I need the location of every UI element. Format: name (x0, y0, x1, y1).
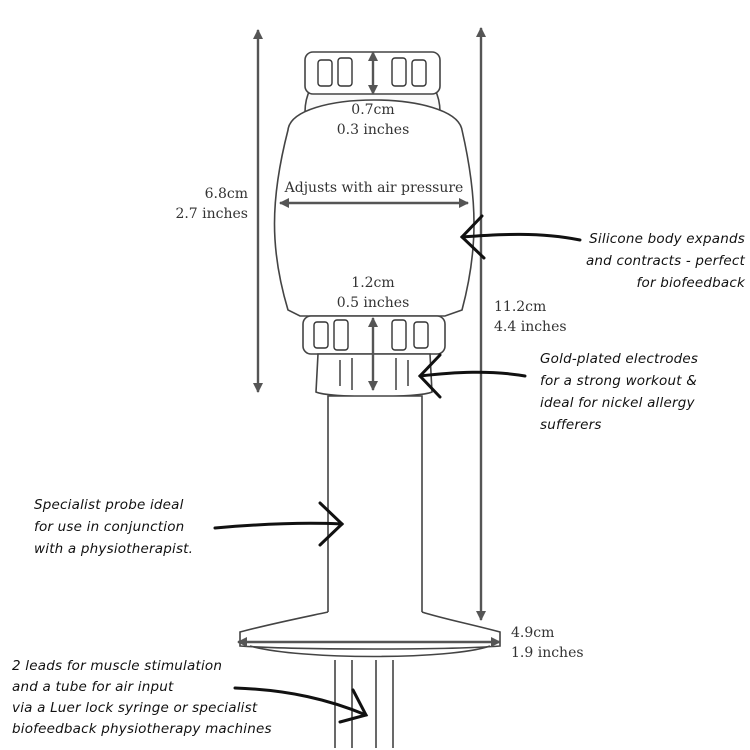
electrodes-line: ideal for nickel allergy (540, 395, 695, 411)
total-length-inches: 4.4 inches (494, 319, 567, 335)
probe-outline (239, 51, 501, 748)
base-width-cm: 4.9cm (511, 625, 555, 641)
probe-annotation: Specialist probe ideal for use in conjun… (34, 494, 193, 560)
leads-annotation: 2 leads for muscle stimulation and a tub… (12, 656, 272, 740)
bulb-length-inches: 2.7 inches (175, 206, 248, 222)
bulb-length-cm: 6.8cm (204, 186, 248, 202)
width-label: Adjusts with air pressure (284, 180, 464, 196)
leads-line: biofeedback physiotherapy machines (12, 721, 272, 737)
lower-band-cm: 1.2cm (351, 275, 395, 291)
silicone-line: for biofeedback (636, 275, 745, 291)
dimension-lines (237, 27, 501, 647)
silicone-line: and contracts - perfect (585, 253, 745, 269)
leads-line: via a Luer lock syringe or specialist (12, 700, 258, 716)
electrode-bands (313, 57, 429, 390)
probe-line: Specialist probe ideal (34, 497, 184, 513)
probe-line: with a physiotherapist. (34, 541, 194, 557)
silicone-line: Silicone body expands (589, 231, 745, 247)
total-length-cm: 11.2cm (494, 299, 547, 315)
base-width-inches: 1.9 inches (511, 645, 584, 661)
bulb-length-dimension: 6.8cm 2.7 inches (150, 184, 248, 224)
lower-band-inches: 0.5 inches (336, 295, 410, 311)
electrodes-line: for a strong workout & (540, 373, 697, 389)
base-width-dimension: 4.9cm 1.9 inches (511, 623, 584, 663)
top-band-dimension: 0.7cm 0.3 inches (330, 100, 416, 140)
probe-line: for use in conjunction (34, 519, 185, 535)
electrodes-annotation: Gold-plated electrodes for a strong work… (540, 348, 698, 436)
leads-line: 2 leads for muscle stimulation (12, 658, 223, 674)
electrodes-line: sufferers (540, 417, 602, 433)
callout-arrows (213, 214, 582, 724)
silicone-annotation: Silicone body expands and contracts - pe… (540, 228, 745, 294)
leads-line: and a tube for air input (12, 679, 174, 695)
top-band-cm: 0.7cm (351, 102, 395, 118)
electrodes-line: Gold-plated electrodes (540, 351, 699, 367)
total-length-dimension: 11.2cm 4.4 inches (494, 297, 567, 337)
lower-band-dimension: 1.2cm 0.5 inches (330, 273, 416, 313)
top-band-inches: 0.3 inches (336, 122, 410, 138)
